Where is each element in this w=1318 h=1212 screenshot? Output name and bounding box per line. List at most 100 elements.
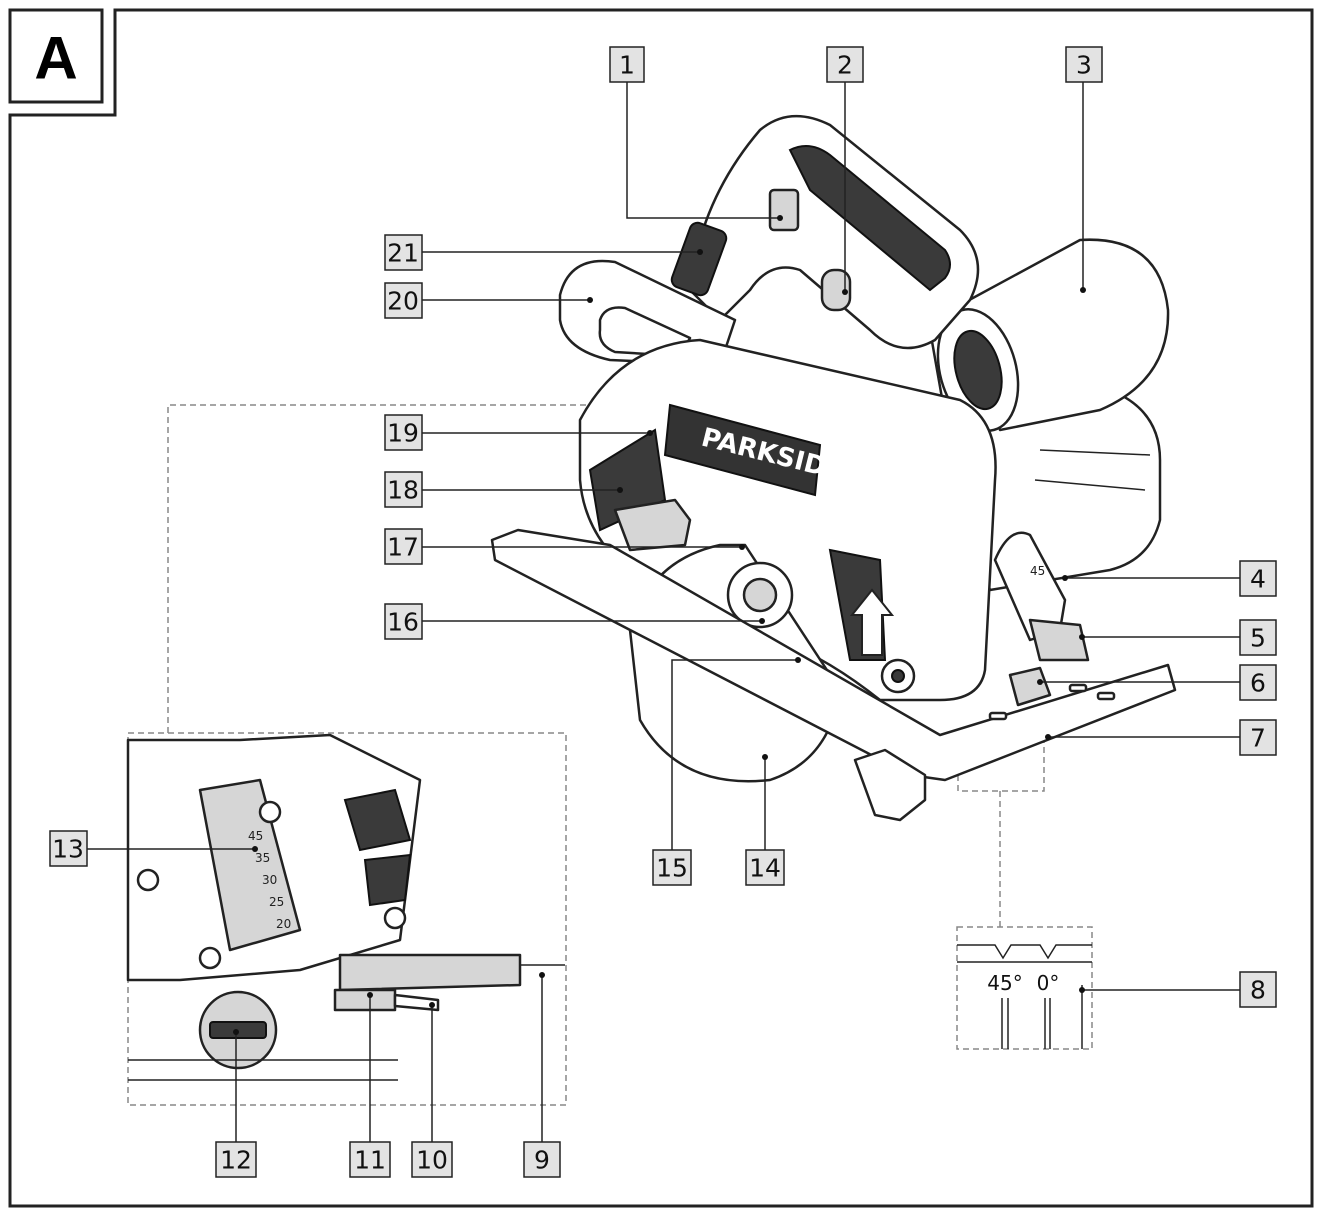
callout-10-label: 10 [416,1146,448,1175]
callout-13: 13 [49,830,88,867]
main-handle [688,114,980,350]
blade-bolt [742,577,778,613]
depth-tick-3: 30 [262,873,277,887]
leader-2-dot [842,289,848,295]
callout-5: 5 [1239,619,1277,656]
on-off-switch [768,188,800,232]
callout-8: 8 [1239,971,1277,1008]
callout-2-label: 2 [837,51,853,80]
callout-19-label: 19 [387,419,419,448]
detail-vent [363,853,412,907]
bevel-label-45: 45° [987,971,1022,995]
callout-9: 9 [523,1141,561,1178]
leader-8-dot [1079,987,1085,993]
callout-6-label: 6 [1250,669,1266,698]
parallel-guide-screw [1008,666,1052,707]
depth-tick-5: 20 [276,917,291,931]
callout-15-label: 15 [656,854,688,883]
callout-13-label: 13 [52,835,84,864]
leader-1-dot [777,215,783,221]
callout-19: 19 [384,414,423,451]
callout-2: 2 [826,46,864,83]
rotation-arrow [849,588,895,656]
detail-hose [338,953,522,992]
detail-screw [136,868,160,892]
leader-13-dot [252,846,258,852]
leader-4-dot [1062,575,1068,581]
leader-6-dot [1037,679,1043,685]
leader-16-dot [759,618,765,624]
detail-vent [343,788,412,852]
clamp-screw [333,988,397,1012]
callout-12: 12 [215,1141,257,1178]
safety-lock [820,268,852,312]
bevel-scale-edge [957,944,1092,960]
clamp-lever [393,993,440,1012]
callout-15: 15 [652,849,692,886]
callout-17: 17 [384,528,423,565]
callout-4: 4 [1239,560,1277,597]
detail-scale-plate [198,778,302,952]
callout-9-label: 9 [534,1146,550,1175]
guard-lever [613,498,692,552]
callouts: 1 2 3 4 5 6 7 8 [49,46,1277,1178]
plate-slot [1068,683,1088,693]
detail-screw [383,906,407,930]
detail-frame-bevel-scale [956,926,1093,1050]
callout-6: 6 [1239,664,1277,701]
leader-5-dot [1079,634,1085,640]
callout-17-label: 17 [387,533,419,562]
detail-screw [258,800,282,824]
callout-3: 3 [1065,46,1103,83]
leader-7-dot [1045,734,1051,740]
bevel-label-0: 0° [1037,971,1060,995]
bevel-plate [993,531,1067,642]
callout-10: 10 [411,1141,453,1178]
leader-20-dot [587,297,593,303]
guard-screw-head [891,669,905,683]
figure-frame [8,8,1314,1208]
handle-grip-cutout [788,145,951,292]
dust-port-inner [953,329,1003,411]
brand-stripe [663,403,822,497]
figure-label-box [8,8,104,104]
callout-leaders [87,82,1240,1142]
leader-1 [626,82,780,219]
callout-21: 21 [384,234,423,271]
bevel-plate-mark: 45 [1030,564,1045,578]
callout-1: 1 [609,46,645,83]
plate-slot [988,711,1008,721]
leader-19-dot [647,430,653,436]
callout-21-label: 21 [387,239,419,268]
callout-20: 20 [384,282,423,319]
callout-11-label: 11 [354,1146,386,1175]
depth-tick-1: 45 [248,829,263,843]
callout-20-label: 20 [387,287,419,316]
callout-14-label: 14 [749,854,781,883]
leader-17-dot [739,544,745,550]
callout-16: 16 [384,603,423,640]
depth-detail-view: 45 35 30 25 20 [126,733,565,1081]
callout-16-label: 16 [387,608,419,637]
callout-18-label: 18 [387,476,419,505]
depth-tick-4: 25 [269,895,284,909]
leader-18-dot [617,487,623,493]
bevel-scale-detail: 45° 0° [957,944,1092,1049]
leader-10-dot [429,1002,435,1008]
leader-21-dot [697,249,703,255]
depth-tick-2: 35 [255,851,270,865]
leader-11-dot [367,992,373,998]
callout-1-label: 1 [619,51,635,80]
callout-12-label: 12 [220,1146,252,1175]
figure-label: A [34,25,77,92]
callout-4-label: 4 [1250,565,1266,594]
leader-12-dot [233,1029,239,1035]
base-plate-front [853,748,927,822]
callout-3-label: 3 [1076,51,1092,80]
saw-main-view: PARKSIDE 45 [490,114,1177,822]
detail-screw [198,946,222,970]
callout-11: 11 [349,1141,391,1178]
callout-18: 18 [384,471,423,508]
callout-14: 14 [745,849,785,886]
